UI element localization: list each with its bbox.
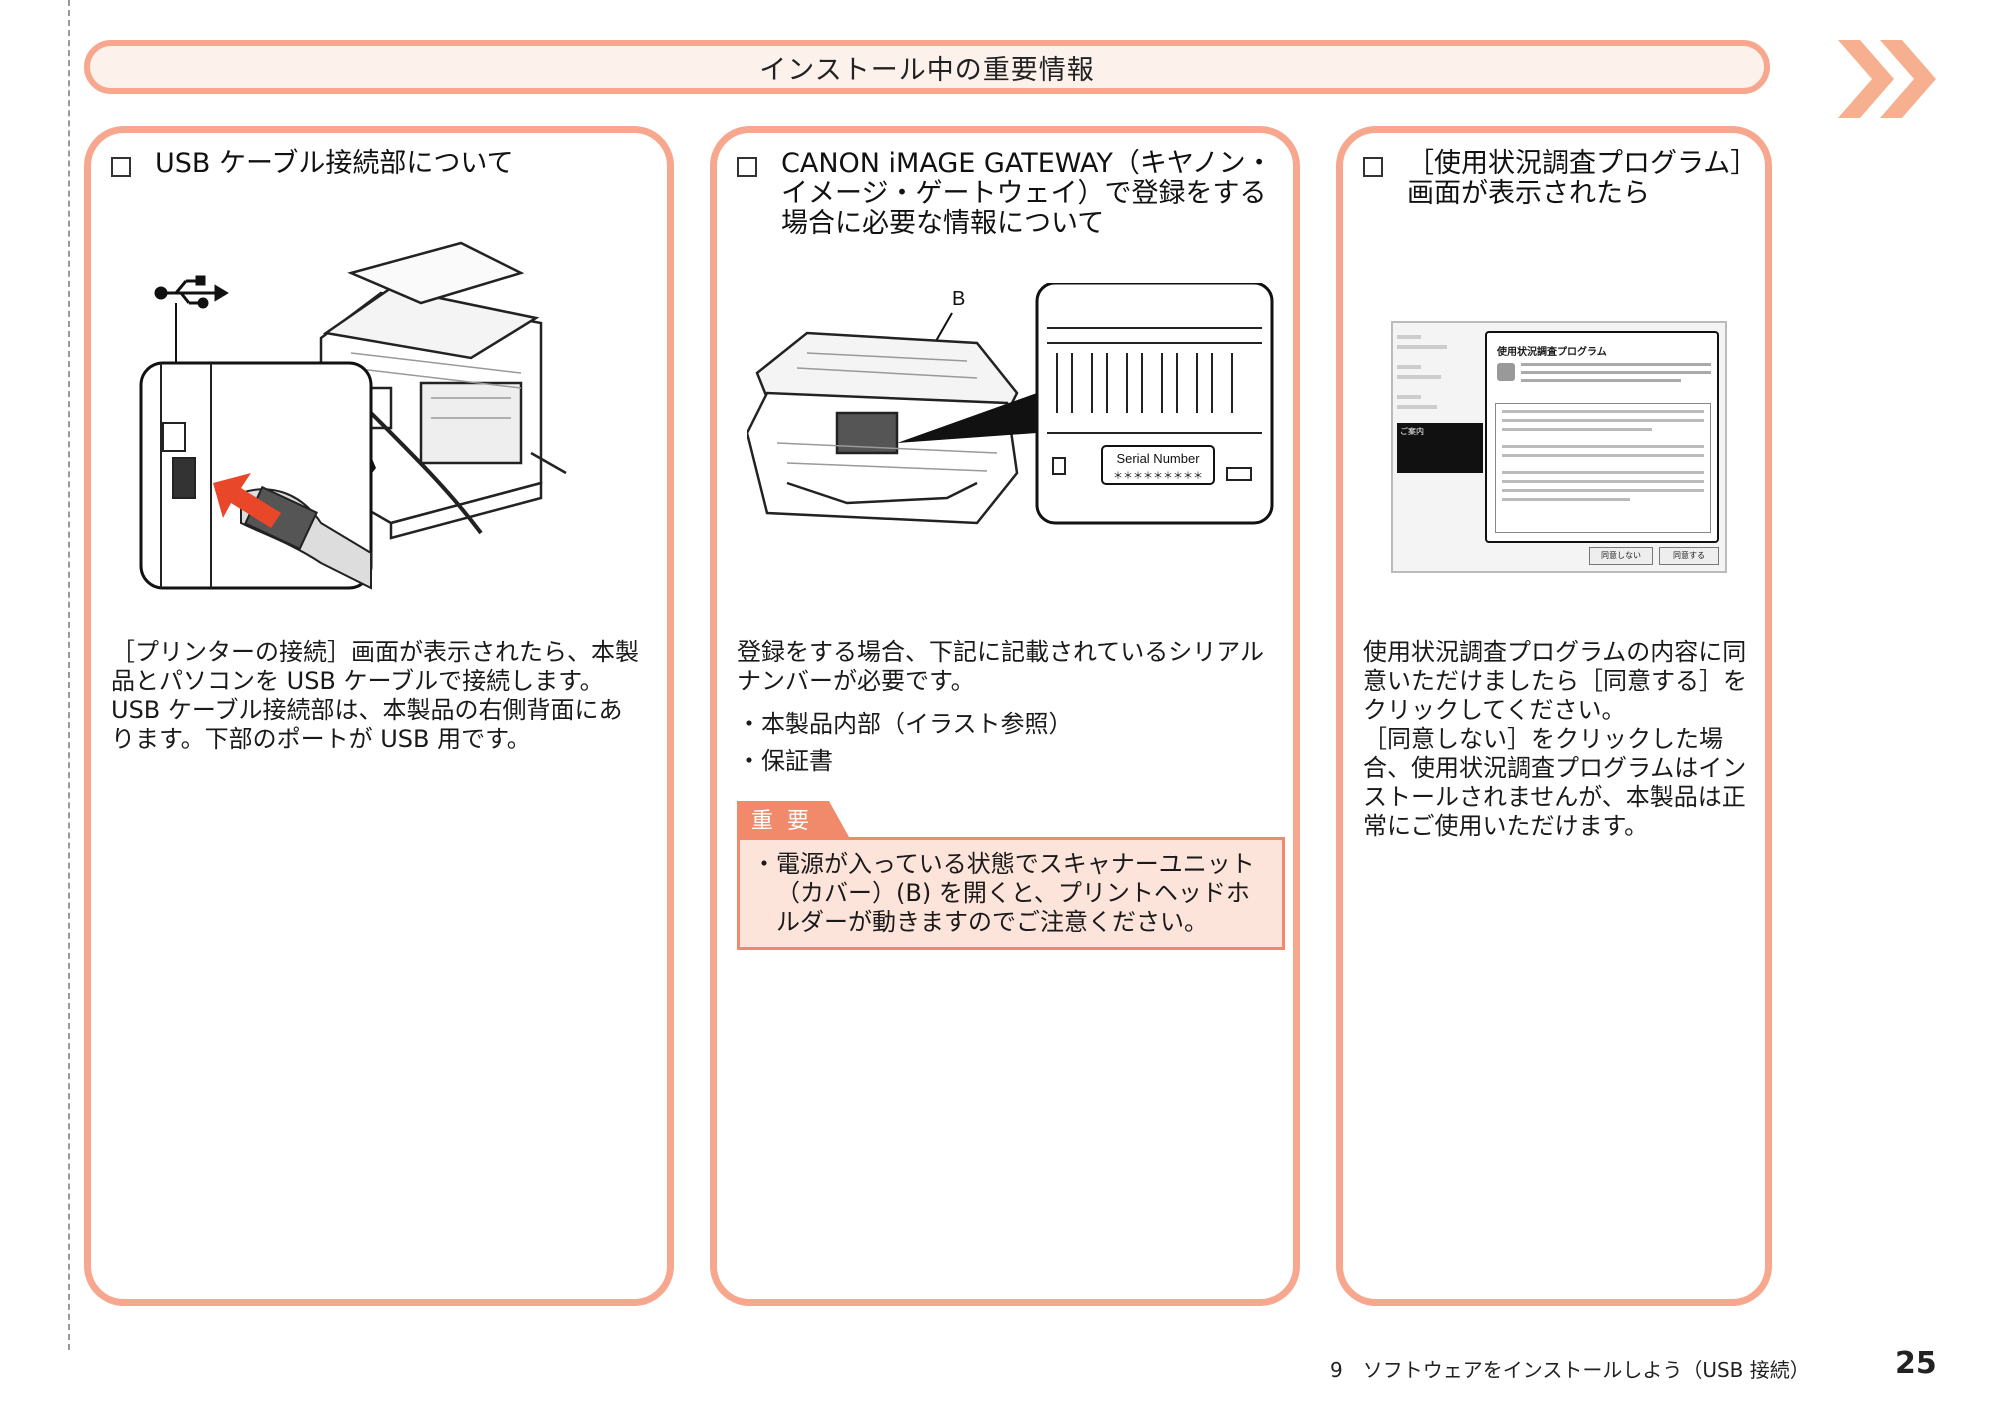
body-paragraph: 使用状況調査プログラムの内容に同意いただけましたら［同意する］をクリックしてくだ…: [1363, 638, 1747, 724]
screen-dialog-title: 使用状況調査プログラム: [1497, 347, 1607, 358]
panel-body: 使用状況調査プログラムの内容に同意いただけましたら［同意する］をクリックしてくだ…: [1363, 638, 1747, 841]
list-item: ・保証書: [737, 747, 833, 775]
sidebar-item-guide[interactable]: ご案内: [1397, 423, 1483, 473]
panel-title: CANON iMAGE GATEWAY（キヤノン・イメージ・ゲートウェイ）で登録…: [737, 149, 1273, 239]
body-paragraph: ［同意しない］をクリックした場合、使用状況調査プログラムはインストールされません…: [1363, 725, 1747, 840]
license-text-box[interactable]: [1495, 403, 1711, 533]
serial-number-stars: ＊＊＊＊＊＊＊＊＊: [1113, 471, 1203, 482]
panel-image-gateway: CANON iMAGE GATEWAY（キヤノン・イメージ・ゲートウェイ）で登録…: [710, 126, 1300, 1306]
body-paragraph: ［プリンターの接続］画面が表示されたら、本製品とパソコンを USB ケーブルで接…: [111, 638, 639, 695]
footer-section-title: 9 ソフトウェアをインストールしよう（USB 接続）: [1330, 1358, 1810, 1382]
checkbox[interactable]: [111, 157, 131, 177]
panel-usage-survey: ［使用状況調査プログラム］画面が表示されたら ご案内 使用状況調査プログラム: [1336, 126, 1772, 1306]
usb-port-illustration: [139, 241, 567, 590]
screen-dialog: 使用状況調査プログラム: [1485, 331, 1719, 543]
label-b: B: [952, 288, 965, 310]
important-note: 重要 ・電源が入っている状態でスキャナーユニット（カバー）(B) を開くと、プリ…: [737, 801, 1285, 950]
important-tab-label: 重要: [751, 809, 824, 834]
list-item: ・本製品内部（イラスト参照）: [737, 710, 1073, 738]
screen-sidebar: ご案内: [1397, 329, 1483, 473]
panel-title: USB ケーブル接続部について: [111, 149, 647, 179]
panel-body: ［プリンターの接続］画面が表示されたら、本製品とパソコンを USB ケーブルで接…: [111, 638, 643, 754]
body-paragraph: 登録をする場合、下記に記載されているシリアルナンバーが必要です。: [737, 638, 1265, 695]
panel-body: 登録をする場合、下記に記載されているシリアルナンバーが必要です。 ・本製品内部（…: [737, 638, 1269, 776]
disagree-button[interactable]: 同意しない: [1589, 547, 1653, 565]
panel-title: ［使用状況調査プログラム］画面が表示されたら: [1363, 149, 1745, 209]
survey-screen-thumbnail: ご案内 使用状況調査プログラム 同意しない: [1391, 321, 1727, 573]
page-number: 25: [1895, 1346, 1937, 1381]
important-tab: 重要: [737, 801, 849, 837]
sidebar-item-label: ご案内: [1400, 427, 1424, 436]
list-item-text: 保証書: [761, 747, 833, 775]
panel-title-text: USB ケーブル接続部について: [155, 148, 514, 179]
list-item-text: 本製品内部（イラスト参照）: [761, 710, 1073, 738]
checkbox[interactable]: [1363, 157, 1383, 177]
important-text: 電源が入っている状態でスキャナーユニット（カバー）(B) を開くと、プリントヘッ…: [776, 850, 1255, 936]
next-page-arrows-icon: [1838, 40, 1936, 118]
panel-title-text: CANON iMAGE GATEWAY（キヤノン・イメージ・ゲートウェイ）で登録…: [781, 148, 1273, 239]
serial-number-label: Serial Number: [1116, 451, 1200, 466]
survey-program-icon: [1497, 363, 1515, 381]
panel-title-text: ［使用状況調査プログラム］画面が表示されたら: [1407, 148, 1744, 209]
agree-button-label: 同意する: [1673, 551, 1705, 560]
section-header-title: インストール中の重要情報: [759, 54, 1095, 86]
panel-usb-connection: USB ケーブル接続部について: [84, 126, 674, 1306]
serial-number-illustration: B Serial Number ＊＊＊＊＊＊＊＊＊: [747, 283, 1274, 525]
important-box: ・電源が入っている状態でスキャナーユニット（カバー）(B) を開くと、プリントヘ…: [737, 837, 1285, 950]
cut-guide-line: [68, 0, 70, 1350]
body-paragraph: USB ケーブル接続部は、本製品の右側背面にあります。下部のポートが USB 用…: [111, 696, 623, 753]
disagree-button-label: 同意しない: [1601, 551, 1641, 560]
agree-button[interactable]: 同意する: [1659, 547, 1719, 565]
section-header: インストール中の重要情報: [84, 40, 1770, 94]
checkbox[interactable]: [737, 157, 757, 177]
